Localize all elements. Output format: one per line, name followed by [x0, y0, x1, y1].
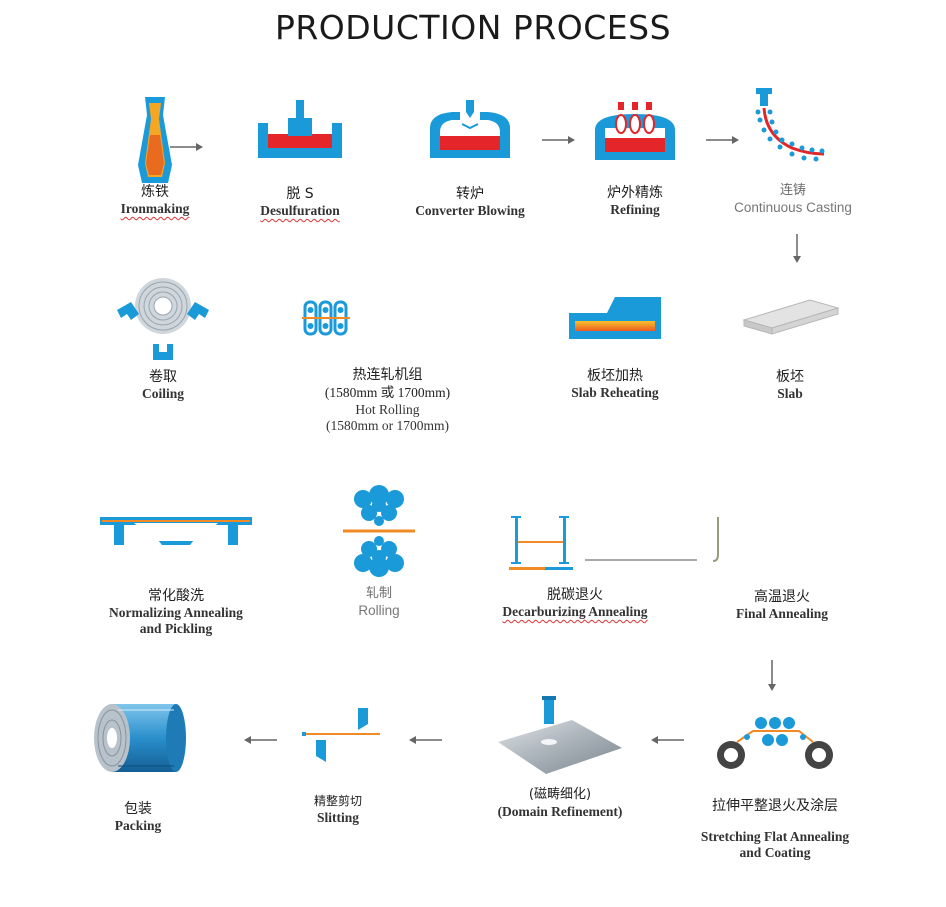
arrow-right-icon [706, 136, 739, 144]
steel-slab-icon [742, 299, 840, 335]
step-hotrolling-cn2: (1580mm 或 1700mm) [324, 385, 451, 400]
step-reheating: 板坯加热 Slab Reheating [555, 295, 675, 401]
laser-scribing-icon [498, 696, 622, 774]
step-packing-cn: 包装 [124, 801, 152, 817]
step-desulfuration-en: Desulfuration [260, 203, 340, 218]
arrow-down-icon [793, 234, 801, 263]
step-ironmaking-en: Ironmaking [120, 201, 190, 216]
step-refining: 炉外精炼 Refining [580, 100, 690, 218]
step-rolling-en: Rolling [358, 603, 400, 618]
step-stretching: 拉伸平整退火及涂层 Stretching Flat Annealing and … [695, 715, 855, 861]
page-title: PRODUCTION PROCESS [274, 8, 672, 47]
hot-rolling-mill-icon [302, 300, 350, 336]
step-final-en: Final Annealing [736, 606, 828, 621]
step-slab-cn: 板坯 [776, 369, 804, 385]
slitting-shear-icon [302, 708, 380, 762]
step-casting-en: Continuous Casting [734, 200, 852, 215]
step-converter-en: Converter Blowing [415, 203, 525, 218]
arrow-left-icon [244, 736, 277, 744]
converter-icon [430, 100, 510, 158]
step-slitting: 精整剪切 Slitting [288, 706, 388, 826]
arrow-left-icon [651, 736, 684, 744]
continuous-casting-icon [755, 88, 825, 162]
step-stretching-cn: 拉伸平整退火及涂层 [712, 798, 838, 814]
divider-line-icon [585, 559, 697, 561]
step-pickling: 常化酸洗 Normalizing Annealing and Pickling [95, 515, 257, 637]
blast-furnace-icon [138, 97, 172, 183]
step-stretching-en: Stretching Flat Annealing [700, 829, 850, 844]
step-slab-en: Slab [777, 386, 803, 401]
step-decarb: 脱碳退火 Decarburizing Annealing [495, 512, 655, 620]
step-slab: 板坯 Slab [735, 298, 845, 402]
step-desulfuration-cn: 脱 S [286, 186, 314, 202]
arrow-right-icon [170, 143, 203, 151]
step-coiling-cn: 卷取 [149, 369, 177, 385]
hook-icon [712, 517, 719, 562]
step-ironmaking-cn: 炼铁 [141, 184, 169, 200]
step-decarb-en: Decarburizing Annealing [502, 604, 648, 619]
step-converter: 转炉 Converter Blowing [405, 98, 535, 219]
step-hotrolling: 热连轧机组 (1580mm 或 1700mm) Hot Rolling (158… [300, 300, 475, 434]
step-reheating-en: Slab Reheating [571, 385, 659, 400]
step-ironmaking: 炼铁 Ironmaking [100, 95, 210, 217]
step-refining-en: Refining [610, 202, 660, 217]
coiler-icon [117, 278, 209, 360]
step-domain-en: (Domain Refinement) [497, 804, 623, 819]
step-hotrolling-en2: (1580mm or 1700mm) [326, 418, 449, 433]
step-final: 高温退火 Final Annealing [712, 588, 852, 622]
packed-coil-icon [94, 704, 186, 772]
step-final-cn: 高温退火 [754, 589, 810, 605]
step-hotrolling-en: Hot Rolling [355, 402, 420, 417]
step-pickling-cn: 常化酸洗 [148, 588, 204, 604]
arrow-left-icon [409, 736, 442, 744]
step-pickling-en: Normalizing Annealing [109, 605, 243, 620]
step-packing-en: Packing [114, 818, 162, 833]
step-domain-cn: (磁畴细化) [528, 787, 592, 802]
step-coiling-en: Coiling [141, 386, 184, 401]
desulfuration-ladle-icon [258, 100, 342, 158]
reheating-furnace-icon [569, 297, 661, 339]
step-casting-cn: 连铸 [779, 183, 806, 198]
step-stretching-en2: and Coating [739, 845, 811, 860]
step-desulfuration: 脱 S Desulfuration [245, 98, 355, 219]
step-slitting-cn: 精整剪切 [313, 794, 362, 808]
step-converter-cn: 转炉 [456, 186, 484, 202]
step-domain: (磁畴细化) (Domain Refinement) [490, 692, 630, 820]
step-reheating-cn: 板坯加热 [587, 368, 643, 384]
step-refining-cn: 炉外精炼 [607, 185, 663, 201]
step-hotrolling-cn: 热连轧机组 [352, 367, 423, 383]
step-pickling-en2: and Pickling [139, 621, 213, 636]
step-packing: 包装 Packing [88, 700, 188, 834]
step-rolling: 轧制 Rolling [318, 483, 440, 619]
step-coiling: 卷取 Coiling [108, 270, 218, 402]
decarburizing-furnace-icon [509, 516, 573, 570]
step-rolling-cn: 轧制 [365, 586, 392, 601]
cold-rolling-mill-icon [343, 485, 415, 577]
step-decarb-cn: 脱碳退火 [547, 587, 603, 603]
pickling-tank-icon [100, 517, 252, 545]
step-casting: 连铸 Continuous Casting [722, 86, 864, 216]
refining-furnace-icon [595, 102, 675, 160]
arrow-down-icon [768, 660, 776, 691]
arrow-right-icon [542, 136, 575, 144]
stretching-line-icon [717, 717, 833, 769]
step-slitting-en: Slitting [316, 810, 359, 825]
